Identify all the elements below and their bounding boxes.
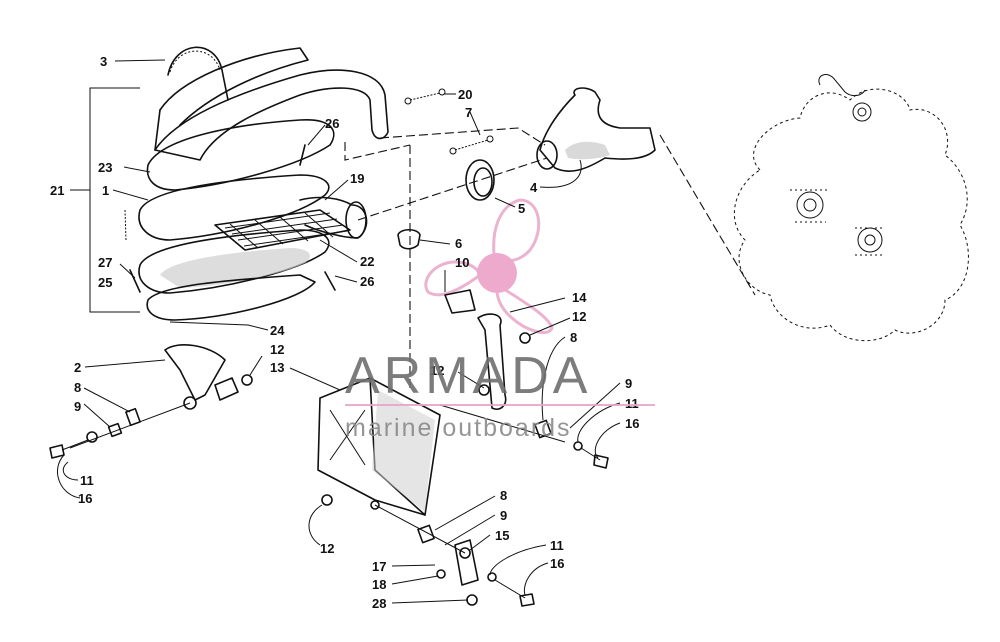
callout-8-left: 8 — [74, 380, 81, 395]
callout-9-right: 9 — [625, 376, 632, 391]
air-silencer-assembly — [124, 46, 389, 321]
bracket-2 — [49, 344, 253, 459]
callout-6: 6 — [455, 236, 462, 251]
callout-3: 3 — [100, 54, 107, 69]
callout-19: 19 — [350, 171, 364, 186]
callout-9-left: 9 — [74, 399, 81, 414]
callout-24: 24 — [270, 323, 285, 338]
callout-12-bottom: 12 — [320, 541, 334, 556]
callout-14: 14 — [572, 290, 587, 305]
battery-box-13 — [317, 377, 441, 516]
callout-23: 23 — [98, 160, 112, 175]
callout-4: 4 — [530, 180, 538, 195]
callout-5: 5 — [518, 201, 525, 216]
strap-14 — [444, 289, 531, 410]
bracket-21 — [89, 87, 140, 313]
assembly-lines — [344, 127, 756, 390]
callout-15: 15 — [495, 528, 509, 543]
callout-11-right: 11 — [625, 396, 639, 411]
right-hardware — [439, 404, 609, 469]
callout-22: 22 — [360, 254, 374, 269]
callout-16-bottom: 16 — [550, 556, 564, 571]
grommet-6 — [397, 228, 421, 250]
callout-1: 1 — [102, 183, 109, 198]
callout-26-lower: 26 — [360, 274, 374, 289]
watermark-subtitle: marine outboards — [345, 414, 572, 442]
watermark-title: ARMADA — [345, 347, 591, 405]
callout-28: 28 — [372, 596, 386, 611]
callout-13: 13 — [270, 360, 284, 375]
callout-21: 21 — [50, 183, 64, 198]
spring-7 — [449, 135, 494, 155]
callout-12-middle: 12 — [430, 363, 444, 378]
bracket-15 — [374, 504, 535, 607]
callout-18: 18 — [372, 577, 386, 592]
spring-20 — [404, 88, 446, 105]
callout-20: 20 — [458, 87, 472, 102]
callout-16-right: 16 — [625, 416, 639, 431]
callout-12-left: 12 — [270, 342, 284, 357]
callout-12-right: 12 — [572, 309, 586, 324]
leader-lines — [56, 59, 621, 604]
callout-11-left: 11 — [80, 473, 94, 488]
callout-10: 10 — [455, 255, 469, 270]
callout-27: 27 — [98, 255, 112, 270]
watermark-logo — [424, 198, 554, 334]
callout-17: 17 — [372, 559, 386, 574]
engine-outline — [733, 74, 969, 342]
watermark: ARMADA marine outboards — [345, 347, 655, 442]
callout-labels: 3 20 21 23 1 27 25 26 19 22 26 24 2 12 8… — [50, 54, 639, 611]
callout-7: 7 — [465, 105, 472, 120]
callout-2: 2 — [74, 360, 81, 375]
callout-25: 25 — [98, 275, 112, 290]
callout-8-right: 8 — [570, 330, 577, 345]
callout-11-bottom: 11 — [550, 538, 564, 553]
callout-16-left: 16 — [78, 491, 92, 506]
callout-8-bottom: 8 — [500, 488, 507, 503]
intake-manifold — [465, 87, 656, 201]
callout-9-bottom: 9 — [500, 508, 507, 523]
callout-26-upper: 26 — [325, 116, 339, 131]
